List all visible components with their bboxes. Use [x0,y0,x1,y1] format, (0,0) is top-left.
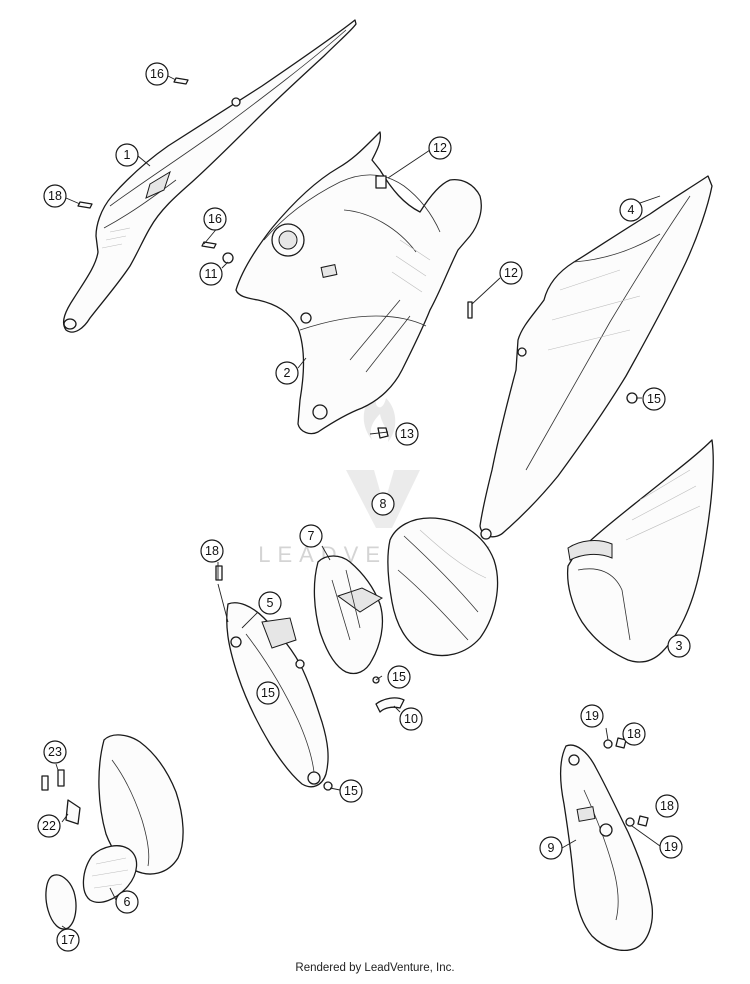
callout-19: 19 [580,704,604,728]
callout-label: 15 [344,784,358,798]
callout-18: 18 [622,722,646,746]
callout-label: 18 [660,799,674,813]
callout-label: 15 [261,686,275,700]
callout-22: 22 [37,814,61,838]
callout-label: 15 [647,392,661,406]
callout-7: 7 [299,524,323,548]
callout-2: 2 [275,361,299,385]
callout-label: 9 [548,841,555,855]
callout-10: 10 [399,707,423,731]
callout-label: 11 [205,267,218,281]
callout-16: 16 [145,62,169,86]
callout-3: 3 [667,634,691,658]
callout-label: 1 [124,148,131,162]
callout-16: 16 [203,207,227,231]
part-6-intake-boot [45,734,184,930]
part-3-number-plate [566,439,714,663]
callout-4: 4 [619,198,643,222]
callout-18: 18 [200,539,224,563]
callout-label: 22 [42,819,56,833]
callout-label: 7 [308,529,315,543]
part-4-side-panel-right [479,175,713,540]
part-8-air-filter [387,517,499,657]
part-10-clip [375,697,405,713]
callout-23: 23 [43,740,67,764]
callout-label: 6 [124,895,131,909]
part-7-filter-cage [313,555,384,684]
callout-17: 17 [56,928,80,952]
callout-label: 12 [504,266,518,280]
callout-label: 18 [205,544,219,558]
callout-label: 18 [627,727,641,741]
callout-8: 8 [371,492,395,516]
callout-1: 1 [115,143,139,167]
part-9-side-cover-left [559,744,654,951]
callout-18: 18 [43,184,67,208]
callout-9: 9 [539,836,563,860]
callout-6: 6 [115,890,139,914]
callout-15: 15 [387,665,411,689]
part-2-airbox [235,131,482,435]
callout-label: 4 [628,203,635,217]
leader-lines [55,75,661,931]
callout-label: 5 [267,596,274,610]
callout-15: 15 [642,387,666,411]
callout-5: 5 [258,591,282,615]
callout-15: 15 [256,681,280,705]
callout-label: 18 [48,189,62,203]
callout-12: 12 [428,136,452,160]
callout-label: 19 [585,709,599,723]
callout-15: 15 [339,779,363,803]
callout-label: 19 [664,840,678,854]
callout-label: 17 [61,933,75,947]
callout-label: 16 [150,67,164,81]
callout-13: 13 [395,422,419,446]
callout-label: 2 [284,366,291,380]
callout-label: 15 [392,670,406,684]
callout-18: 18 [655,794,679,818]
callout-11: 11 [199,262,223,286]
callout-label: 12 [433,141,447,155]
watermark-logo [346,395,420,528]
callout-label: 16 [208,212,222,226]
callout-19: 19 [659,835,683,859]
part-1-frame-strut [62,19,357,333]
callout-label: 13 [400,427,414,441]
callout-label: 23 [48,745,62,759]
callout-12: 12 [499,261,523,285]
footer-credit: Rendered by LeadVenture, Inc. [295,962,455,974]
callout-label: 8 [380,497,387,511]
callout-label: 10 [404,712,418,726]
callout-label: 3 [676,639,683,653]
